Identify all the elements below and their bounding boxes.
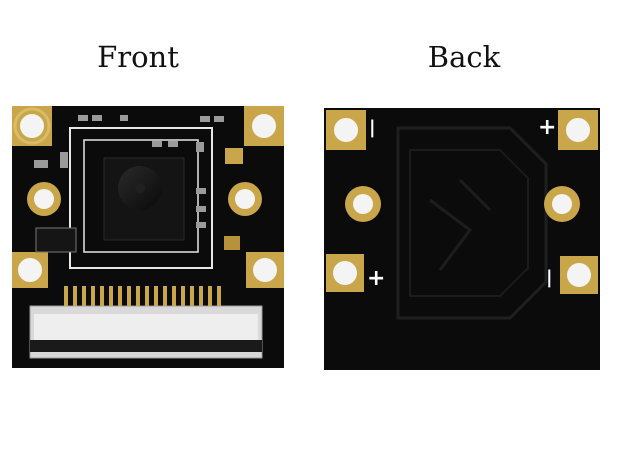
back-mark-top-left: | bbox=[369, 117, 376, 138]
camera-lens bbox=[118, 166, 162, 210]
back-mark-bottom-left: + bbox=[367, 266, 386, 291]
back-mark-bottom-right: | bbox=[546, 267, 553, 288]
back-mark-top-right: + bbox=[538, 115, 557, 140]
fpc-connector bbox=[29, 286, 263, 359]
back-mounting-holes bbox=[326, 110, 598, 294]
back-board bbox=[324, 108, 600, 370]
front-board bbox=[12, 106, 284, 368]
front-label: Front bbox=[97, 40, 179, 74]
front-mounting-holes bbox=[12, 106, 284, 288]
back-label: Back bbox=[427, 40, 501, 74]
